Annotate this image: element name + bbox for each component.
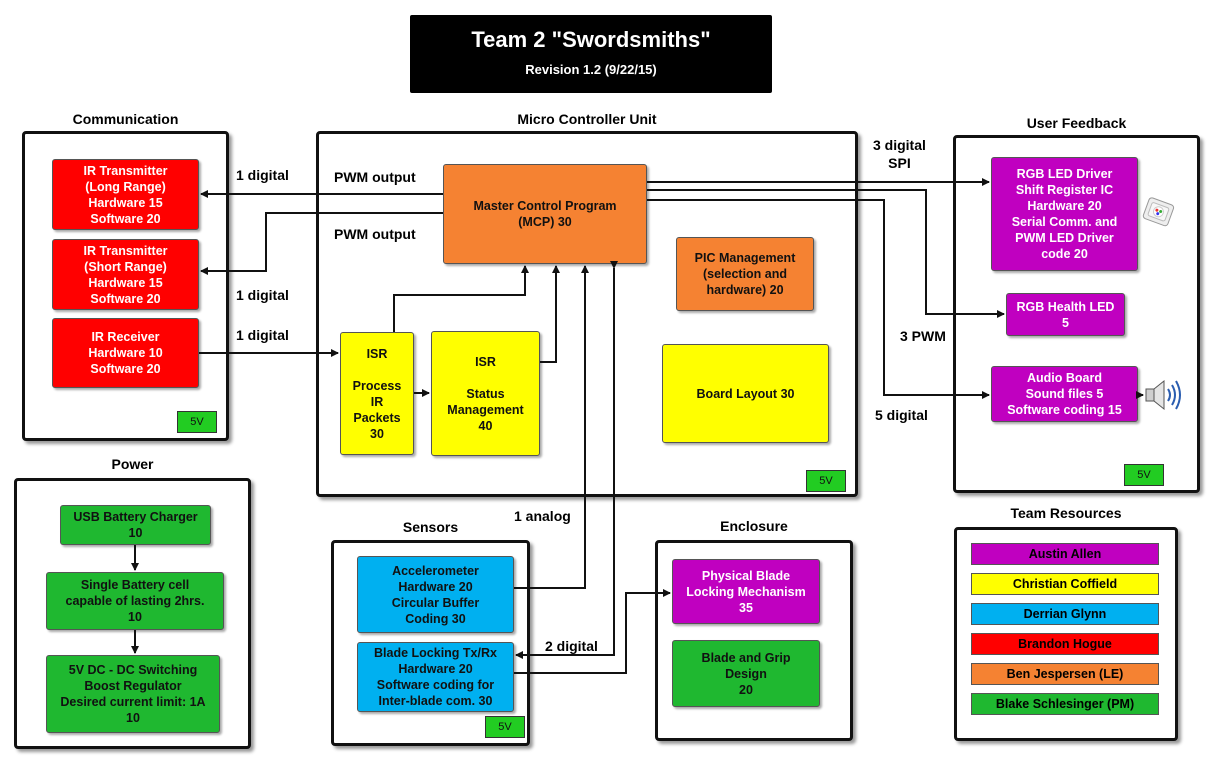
- master-control-program: Master Control Program (MCP) 30: [443, 164, 647, 264]
- sensors-5v-badge: 5V: [485, 716, 525, 738]
- team-member-brandon-hogue: Brandon Hogue: [971, 633, 1159, 655]
- blade-locking-tx-rx: Blade Locking Tx/Rx Hardware 20 Software…: [357, 642, 514, 712]
- title-banner: Team 2 "Swordsmiths" Revision 1.2 (9/22/…: [410, 15, 772, 93]
- ir-transmitter-short-range: IR Transmitter (Short Range) Hardware 15…: [52, 239, 199, 310]
- label-1-digital-long: 1 digital: [236, 167, 289, 183]
- label-3-pwm: 3 PWM: [900, 328, 946, 344]
- arrow-accelerometer-to-mcp: [514, 265, 589, 589]
- pic-management: PIC Management (selection and hardware) …: [676, 237, 814, 311]
- boost-regulator: 5V DC - DC Switching Boost Regulator Des…: [46, 655, 220, 733]
- team-member-austin-allen: Austin Allen: [971, 543, 1159, 565]
- team-resources-title: Team Resources: [1010, 505, 1122, 521]
- arrow-mcp-to-ir-short: [200, 212, 443, 275]
- label-3-digital-spi: 3 digital SPI: [873, 137, 926, 171]
- arrow-status-to-mcp: [540, 265, 560, 363]
- label-pwm-output-top: PWM output: [334, 169, 416, 185]
- label-1-digital-short: 1 digital: [236, 287, 289, 303]
- ir-receiver: IR Receiver Hardware 10 Software 20: [52, 318, 199, 388]
- physical-blade-locking-mechanism: Physical Blade Locking Mechanism 35: [672, 559, 820, 624]
- usb-battery-charger: USB Battery Charger 10: [60, 505, 211, 545]
- mcu-title: Micro Controller Unit: [517, 111, 657, 127]
- rgb-led-chip-icon: [1142, 197, 1175, 227]
- enclosure-title: Enclosure: [720, 518, 788, 534]
- arrow-mcp-to-rgb-health: [647, 189, 1005, 318]
- arrow-isr-to-mcp: [393, 265, 529, 332]
- accelerometer: Accelerometer Hardware 20 Circular Buffe…: [357, 556, 514, 633]
- communication-5v-badge: 5V: [177, 411, 217, 433]
- blade-and-grip-design: Blade and Grip Design 20: [672, 640, 820, 707]
- label-pwm-output-bottom: PWM output: [334, 226, 416, 242]
- team-member-ben-jespersen: Ben Jespersen (LE): [971, 663, 1159, 685]
- speaker-icon: [1145, 379, 1181, 411]
- rgb-health-led: RGB Health LED 5: [1006, 293, 1125, 336]
- user-feedback-title: User Feedback: [1026, 115, 1127, 131]
- single-battery-cell: Single Battery cell capable of lasting 2…: [46, 572, 224, 630]
- mcu-5v-badge: 5V: [806, 470, 846, 492]
- label-1-digital-receiver: 1 digital: [236, 327, 289, 343]
- arrow-mcp-to-blade-locking: [515, 261, 618, 659]
- label-5-digital: 5 digital: [875, 407, 928, 423]
- diagram-title: Team 2 "Swordsmiths": [471, 27, 711, 52]
- user-feedback-5v-badge: 5V: [1124, 464, 1164, 486]
- revision-label: Revision 1.2 (9/22/15): [525, 62, 657, 77]
- isr-process-ir-packets: ISR Process IR Packets 30: [340, 332, 414, 455]
- ir-transmitter-long-range: IR Transmitter (Long Range) Hardware 15 …: [52, 159, 199, 230]
- team-member-blake-schlesinger: Blake Schlesinger (PM): [971, 693, 1159, 715]
- power-title: Power: [111, 456, 154, 472]
- communication-title: Communication: [72, 111, 179, 127]
- team-member-derrian-glynn: Derrian Glynn: [971, 603, 1159, 625]
- arrow-blade-locking-to-physical: [514, 589, 671, 674]
- board-layout: Board Layout 30: [662, 344, 829, 443]
- audio-board: Audio Board Sound files 5 Software codin…: [991, 366, 1138, 422]
- sensors-title: Sensors: [402, 519, 459, 535]
- rgb-led-driver: RGB LED Driver Shift Register IC Hardwar…: [991, 157, 1138, 271]
- team-member-christian-coffield: Christian Coffield: [971, 573, 1159, 595]
- arrow-mcp-to-audio: [647, 199, 990, 399]
